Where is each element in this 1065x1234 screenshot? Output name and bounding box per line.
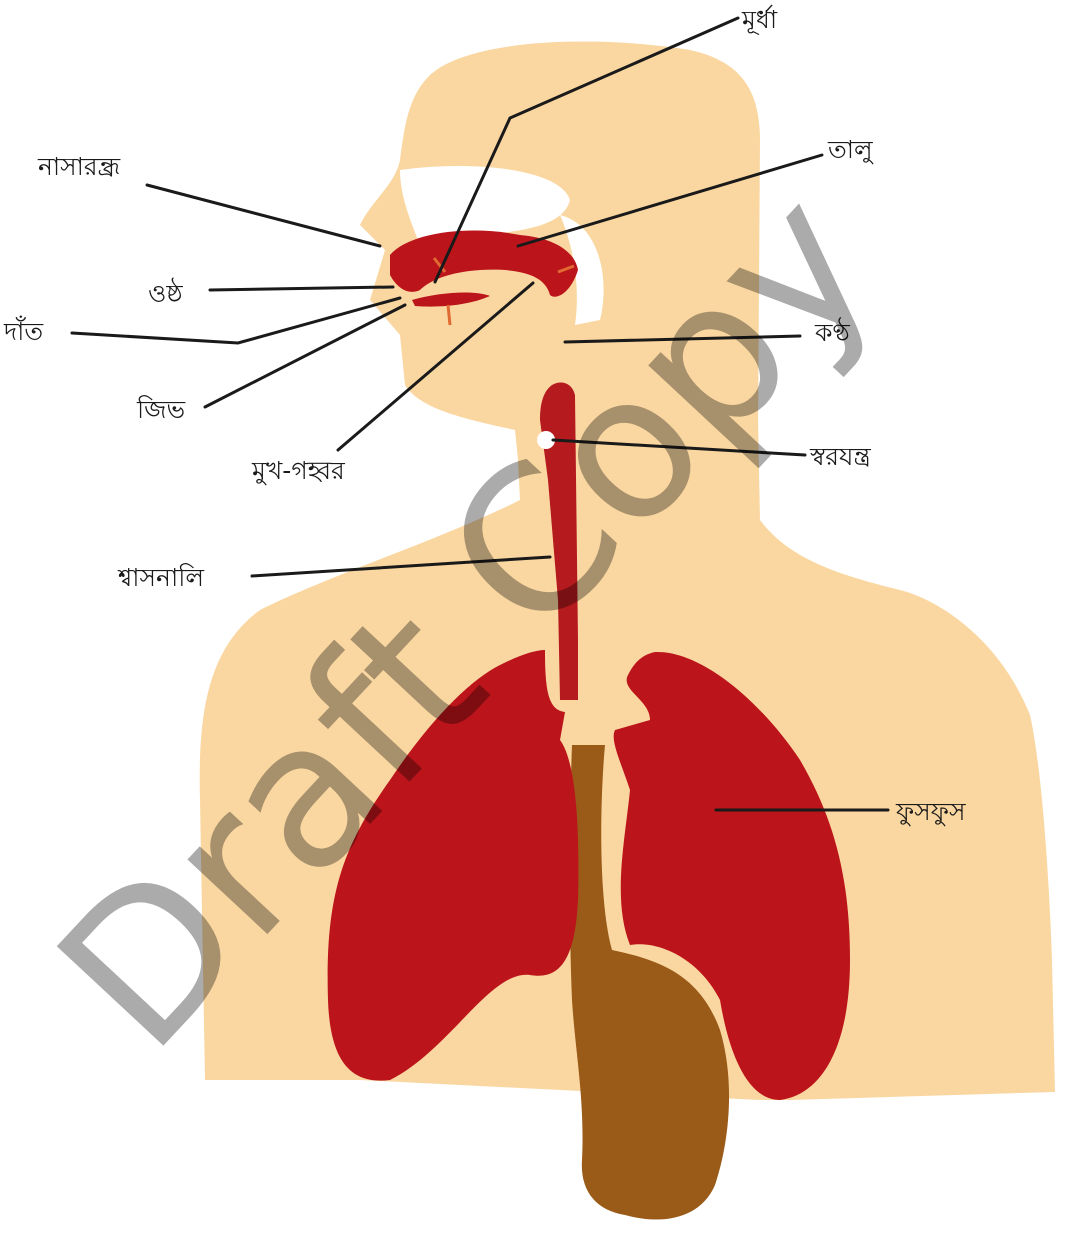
label-nasarandhra: নাসারন্ধ্র (37, 152, 121, 181)
label-talu: তালু (827, 135, 874, 165)
leader-dant (72, 298, 400, 343)
label-murdha: মূর্ধা (741, 5, 778, 35)
label-dant: দাঁত (3, 316, 44, 346)
label-fusfus: ফুসফুস (895, 797, 966, 827)
leader-jibh (205, 305, 405, 407)
label-mukhgahbar: মুখ-গহ্বর (251, 456, 346, 486)
label-swarayantra: স্বরযন্ত্র (809, 442, 871, 471)
label-shwasnali: শ্বাসনালি (117, 563, 204, 592)
leader-oshtho (210, 287, 393, 290)
label-jibh: জিভ (136, 395, 186, 424)
tongue-mark (448, 305, 450, 325)
label-oshtho: ওষ্ঠ (148, 278, 183, 308)
leader-nasarandhra (147, 185, 380, 246)
